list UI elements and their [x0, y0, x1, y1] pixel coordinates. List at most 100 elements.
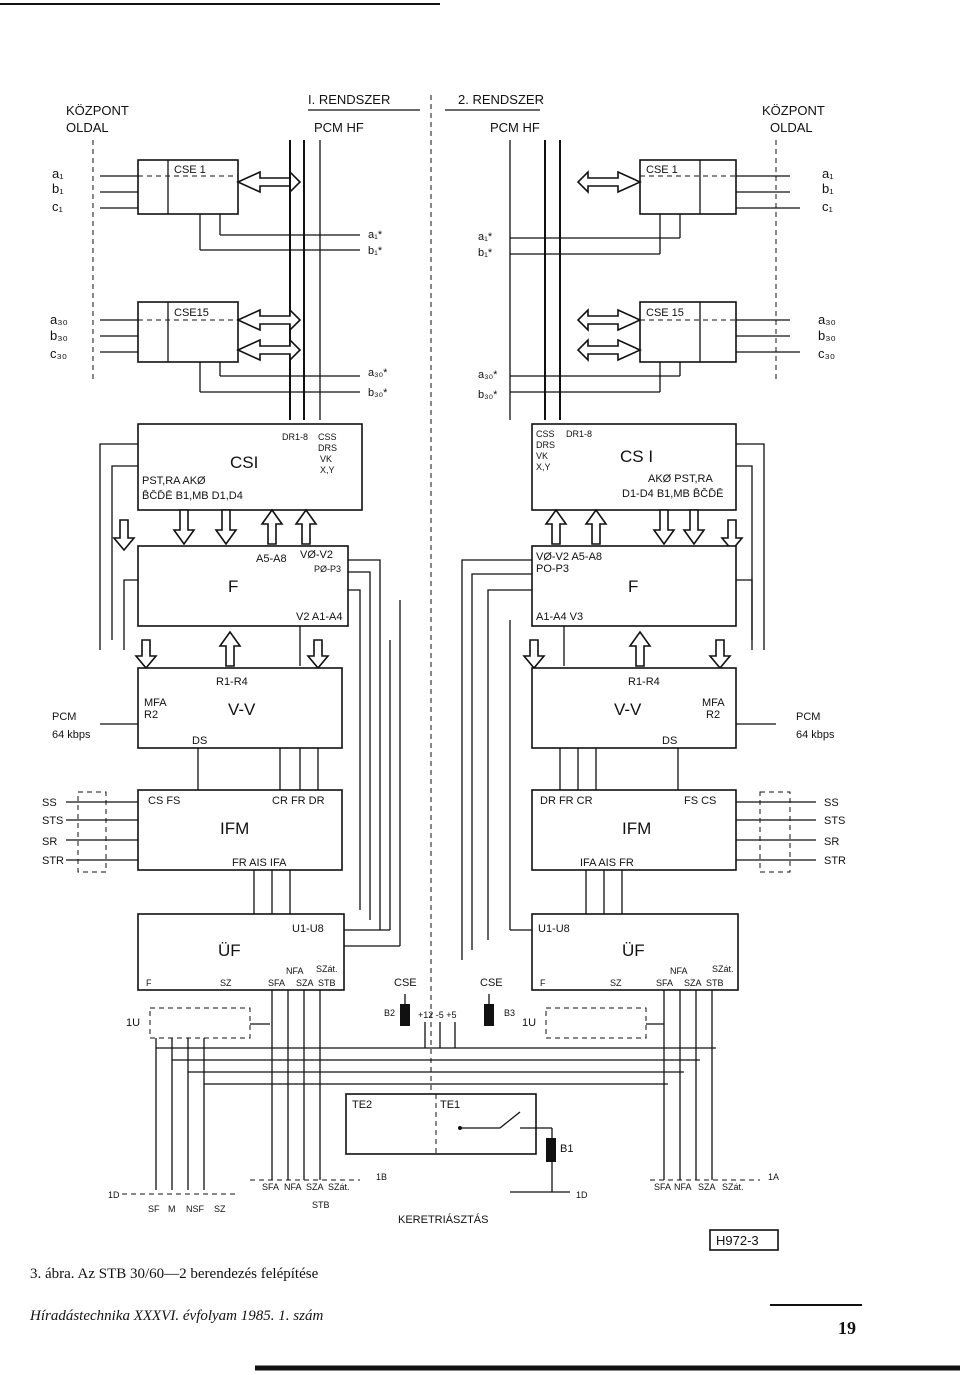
bottom-right-1a: 1A [768, 1172, 779, 1182]
csi-left-css: CSS [318, 432, 337, 442]
vv-right-group: V-V R1-R4 MFA R2 DS PCM 64 kbps [531, 667, 835, 790]
bottom-right-sza: SZA [698, 1182, 716, 1192]
sig-str-right: STR [824, 855, 846, 867]
csi-left-bottom2: B̄C̄D̄Ē B1,MB D1,D4 [142, 489, 243, 502]
a1-star-left: a₁* [368, 229, 383, 241]
f-right-top: VØ-V2 A5-A8 [536, 551, 602, 563]
csi-left-bottom1: PST,RA AKØ [142, 475, 206, 487]
ifm-left-fraisifa: FR AIS IFA [232, 857, 287, 869]
line-a1-right: a₁ [822, 166, 834, 181]
bottom-mid-group: SFA NFA SZA SZát. 1B STB [250, 1172, 387, 1210]
bottom-mid-sza: SZA [306, 1182, 324, 1192]
uf-right-u1u8: U1-U8 [538, 923, 570, 935]
uf-left-nfa: NFA [286, 966, 304, 976]
vv-left-r1r4: R1-R4 [216, 676, 248, 688]
line-b1-left: b₁ [52, 181, 64, 196]
uf-right-szat: SZát. [712, 964, 734, 974]
cse1-right-label: CSE 1 [646, 164, 678, 176]
ifm-left-group: IFM CS FS CR FR DR FR AIS IFA SS STS SR … [42, 789, 343, 914]
sig-ss-left: SS [42, 797, 57, 809]
csi-left-title: CSI [230, 453, 258, 472]
f-left-box [137, 545, 349, 627]
uf-down-lines [155, 990, 713, 1190]
uf-left-sz: SZ [220, 978, 232, 988]
pcm-left-2: 64 kbps [52, 729, 91, 741]
uf-right-stb: STB [706, 978, 724, 988]
uf-left-stb: STB [318, 978, 336, 988]
left-side-label-2: OLDAL [66, 120, 109, 135]
journal-footer: Híradástechnika XXXVI. évfolyam 1985. 1.… [29, 1308, 323, 1324]
ifm-right-dashed-box [759, 791, 791, 873]
sig-sts-left: STS [42, 815, 63, 827]
b30-star-right: b₃₀* [478, 389, 498, 401]
uf-left-1u: 1U [126, 1017, 140, 1029]
a30-star-left: a₃₀* [368, 367, 388, 379]
csi-right-group: CS I CSS DRS VK X,Y DR1-8 AKØ PST,RA D1-… [531, 423, 765, 650]
pcm-right-1: PCM [796, 711, 820, 723]
f-left-a5a8: A5-A8 [256, 553, 287, 565]
csi-left-vk: VK [320, 454, 332, 464]
figure-code: H972-3 [716, 1233, 759, 1248]
uf-right-box [531, 913, 739, 991]
bottom-nsf: NSF [186, 1204, 205, 1214]
ifm-left-dashed-box [77, 791, 107, 873]
te1-label: TE1 [440, 1099, 460, 1111]
vv-right-r1r4: R1-R4 [628, 676, 660, 688]
bottom-mid-szat: SZát. [328, 1182, 350, 1192]
csi-right-bottom2: D1-D4 B1,MB B̄C̄D̄Ē [622, 487, 723, 500]
vv-right-title: V-V [614, 700, 642, 719]
ifm-right-group: IFM DR FR CR FS CS IFA AIS FR SS STS SR … [531, 789, 846, 914]
csi-right-dr: DR1-8 [566, 429, 592, 439]
bottom-mid-stb: STB [312, 1200, 330, 1210]
figure-code-box [709, 1229, 779, 1251]
uf-right-group: ÜF U1-U8 F SZ NFA SZát. SFA SZA STB 1U [509, 620, 739, 1039]
b1-star-left: b₁* [368, 245, 383, 257]
uf-right-sfa: SFA [656, 978, 673, 988]
system2-label: 2. RENDSZER [458, 92, 544, 107]
sig-sr-right: SR [824, 836, 839, 848]
f-right-group: F VØ-V2 A5-A8 PO-P3 A1-A4 V3 [461, 545, 753, 960]
right-side-label-2: OLDAL [770, 120, 813, 135]
vv-left-ds: DS [192, 735, 207, 747]
bottom-right-nfa: NFA [674, 1182, 692, 1192]
csi-left-xy: X,Y [320, 465, 335, 475]
uf-left-box [137, 913, 345, 991]
f-right-bottom: A1-A4 V3 [536, 611, 583, 623]
page-number: 19 [838, 1318, 856, 1338]
f-left-group: F A5-A8 VØ-V2 PØ-P3 V2 A1-A4 [123, 545, 381, 930]
bottom-right-szat: SZát. [722, 1182, 744, 1192]
bottom-right-sfa: SFA [654, 1182, 671, 1192]
uf-right-title: ÜF [622, 941, 645, 960]
cse-left-label: CSE [394, 977, 417, 989]
pcm-right-2: 64 kbps [796, 729, 835, 741]
b3-block [484, 1004, 494, 1026]
center-1d-label: 1D [576, 1190, 588, 1200]
bottom-mid-nfa: NFA [284, 1182, 302, 1192]
b1-block [546, 1138, 556, 1162]
sig-sts-right: STS [824, 815, 845, 827]
uf-right-f: F [540, 978, 546, 988]
cse15-left-box [137, 301, 239, 363]
sig-sr-left: SR [42, 836, 57, 848]
csi-left-drs: DRS [318, 443, 337, 453]
cse1-left-box [137, 159, 239, 215]
b2-label: B2 [384, 1008, 395, 1018]
line-c1-left: c₁ [52, 199, 64, 214]
line-b30-right: b₃₀ [818, 328, 836, 343]
uf-left-u1u8: U1-U8 [292, 923, 324, 935]
bottom-m: M [168, 1204, 176, 1214]
f-vv-arrows [134, 626, 732, 670]
ifm-right-fscs: FS CS [684, 795, 716, 807]
vv-left-mfa: MFA [144, 697, 167, 709]
bottom-sz: SZ [214, 1204, 226, 1214]
f-left-p0p3: PØ-P3 [314, 564, 341, 574]
csi-right-box [531, 423, 737, 511]
voltages-label: +12 -5 +5 [418, 1010, 457, 1020]
b1-label: B1 [560, 1143, 573, 1155]
csi-f-arrows [112, 508, 744, 552]
line-a30-right: a₃₀ [818, 312, 836, 327]
cse15-right-group: CSE 15 a₃₀ b₃₀ c₃₀ a₃₀* b₃₀* [478, 301, 836, 401]
line-a1-left: a₁ [52, 166, 64, 181]
b2-block [400, 1004, 410, 1026]
